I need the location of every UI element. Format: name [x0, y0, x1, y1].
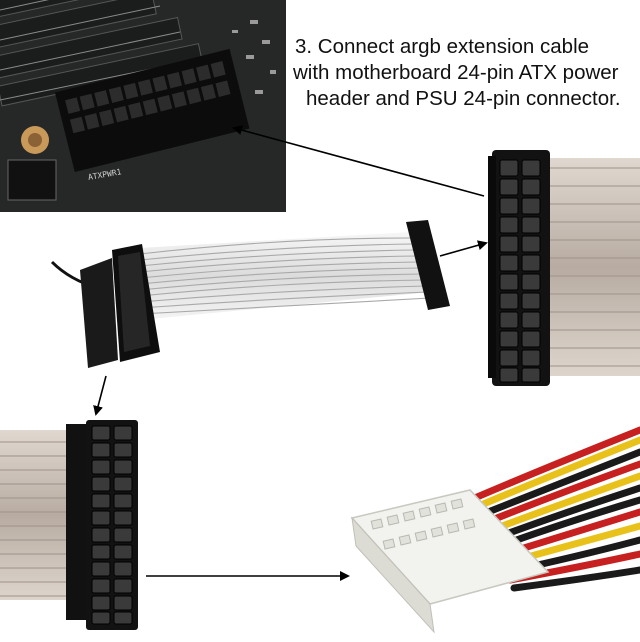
- arrows: [93, 125, 488, 581]
- psu-24pin-connector: [350, 426, 640, 634]
- argb-extension-cable: [50, 220, 450, 368]
- motherboard-24pin-header: [54, 48, 250, 173]
- instruction-line-3: header and PSU 24-pin connector.: [306, 87, 621, 110]
- extension-24pin-female-connector: [0, 420, 138, 630]
- extension-left-connector: [80, 244, 160, 368]
- extension-right-connector: [406, 220, 450, 310]
- psu-side-24pin-connector: [488, 150, 640, 386]
- instruction-caption: 3. Connect argb extension cable with mot…: [289, 34, 639, 112]
- motherboard-photo: ATXPWR1: [0, 0, 286, 212]
- arrow-to-motherboard: [232, 125, 485, 197]
- instruction-line-1: 3. Connect argb extension cable: [295, 35, 590, 58]
- white-sleeved-wires: [139, 232, 431, 320]
- instruction-line-2: with motherboard 24-pin ATX power: [293, 61, 619, 84]
- arrow-to-psu-side-connector: [439, 240, 488, 257]
- arrow-down-to-female-connector: [93, 375, 107, 416]
